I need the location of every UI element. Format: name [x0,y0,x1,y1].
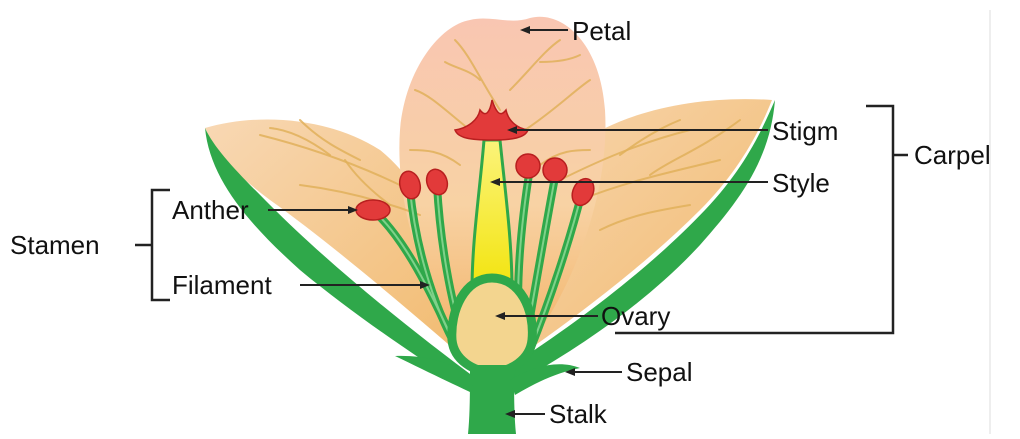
label-carpel: Carpel [914,140,991,170]
stalk [468,365,516,434]
label-filament: Filament [172,270,272,300]
ovary [452,278,533,372]
label-sepal: Sepal [626,357,693,387]
label-stamen: Stamen [10,230,100,260]
label-ovary: Ovary [601,301,670,331]
label-petal: Petal [572,16,631,46]
label-stigma: Stigm [772,116,838,146]
label-stalk: Stalk [549,399,608,429]
label-style: Style [772,168,830,198]
label-anther: Anther [172,195,249,225]
